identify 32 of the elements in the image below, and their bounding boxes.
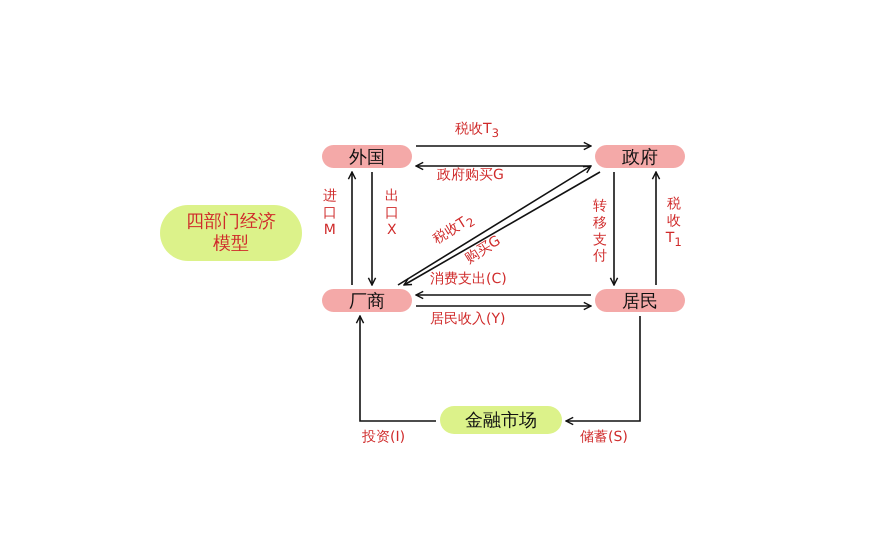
node-label: 四部门经济模型	[185, 211, 277, 255]
edge-label: 税收T$_{3}$	[455, 122, 499, 140]
entity-pill	[595, 289, 685, 312]
arrow	[416, 142, 592, 150]
node-label: 居民	[622, 290, 658, 312]
market-pill	[440, 406, 562, 434]
edge-label: 税收T$_{1}$	[664, 196, 683, 248]
edge-label: 出口X	[384, 188, 400, 238]
node-label: 政府	[622, 146, 658, 168]
edge-label: 居民收入(Y)	[430, 312, 506, 326]
arrow	[415, 290, 591, 300]
arrow	[356, 315, 436, 422]
edge-label: 投资(I)	[362, 430, 406, 444]
arrow	[348, 171, 356, 285]
node-label: 外国	[349, 146, 385, 168]
entity-pill	[595, 145, 685, 168]
edge-label: 进口M	[322, 188, 338, 238]
edge-label: 政府购买G	[437, 168, 504, 182]
node-label: 厂商	[349, 290, 385, 312]
entity-pill	[322, 289, 412, 312]
arrow	[565, 316, 641, 426]
node-label: 金融市场	[465, 409, 537, 432]
edge-label: 购买G	[462, 234, 503, 266]
arrow	[652, 171, 660, 285]
arrow	[416, 302, 592, 310]
edge-label: 消费支出(C)	[430, 272, 507, 286]
entity-pill	[322, 145, 412, 168]
arrow	[415, 162, 591, 170]
arrow	[610, 172, 618, 286]
arrow	[368, 172, 376, 286]
edge-label: 储蓄(S)	[580, 430, 628, 444]
edge-label: 转移支付	[592, 198, 608, 266]
